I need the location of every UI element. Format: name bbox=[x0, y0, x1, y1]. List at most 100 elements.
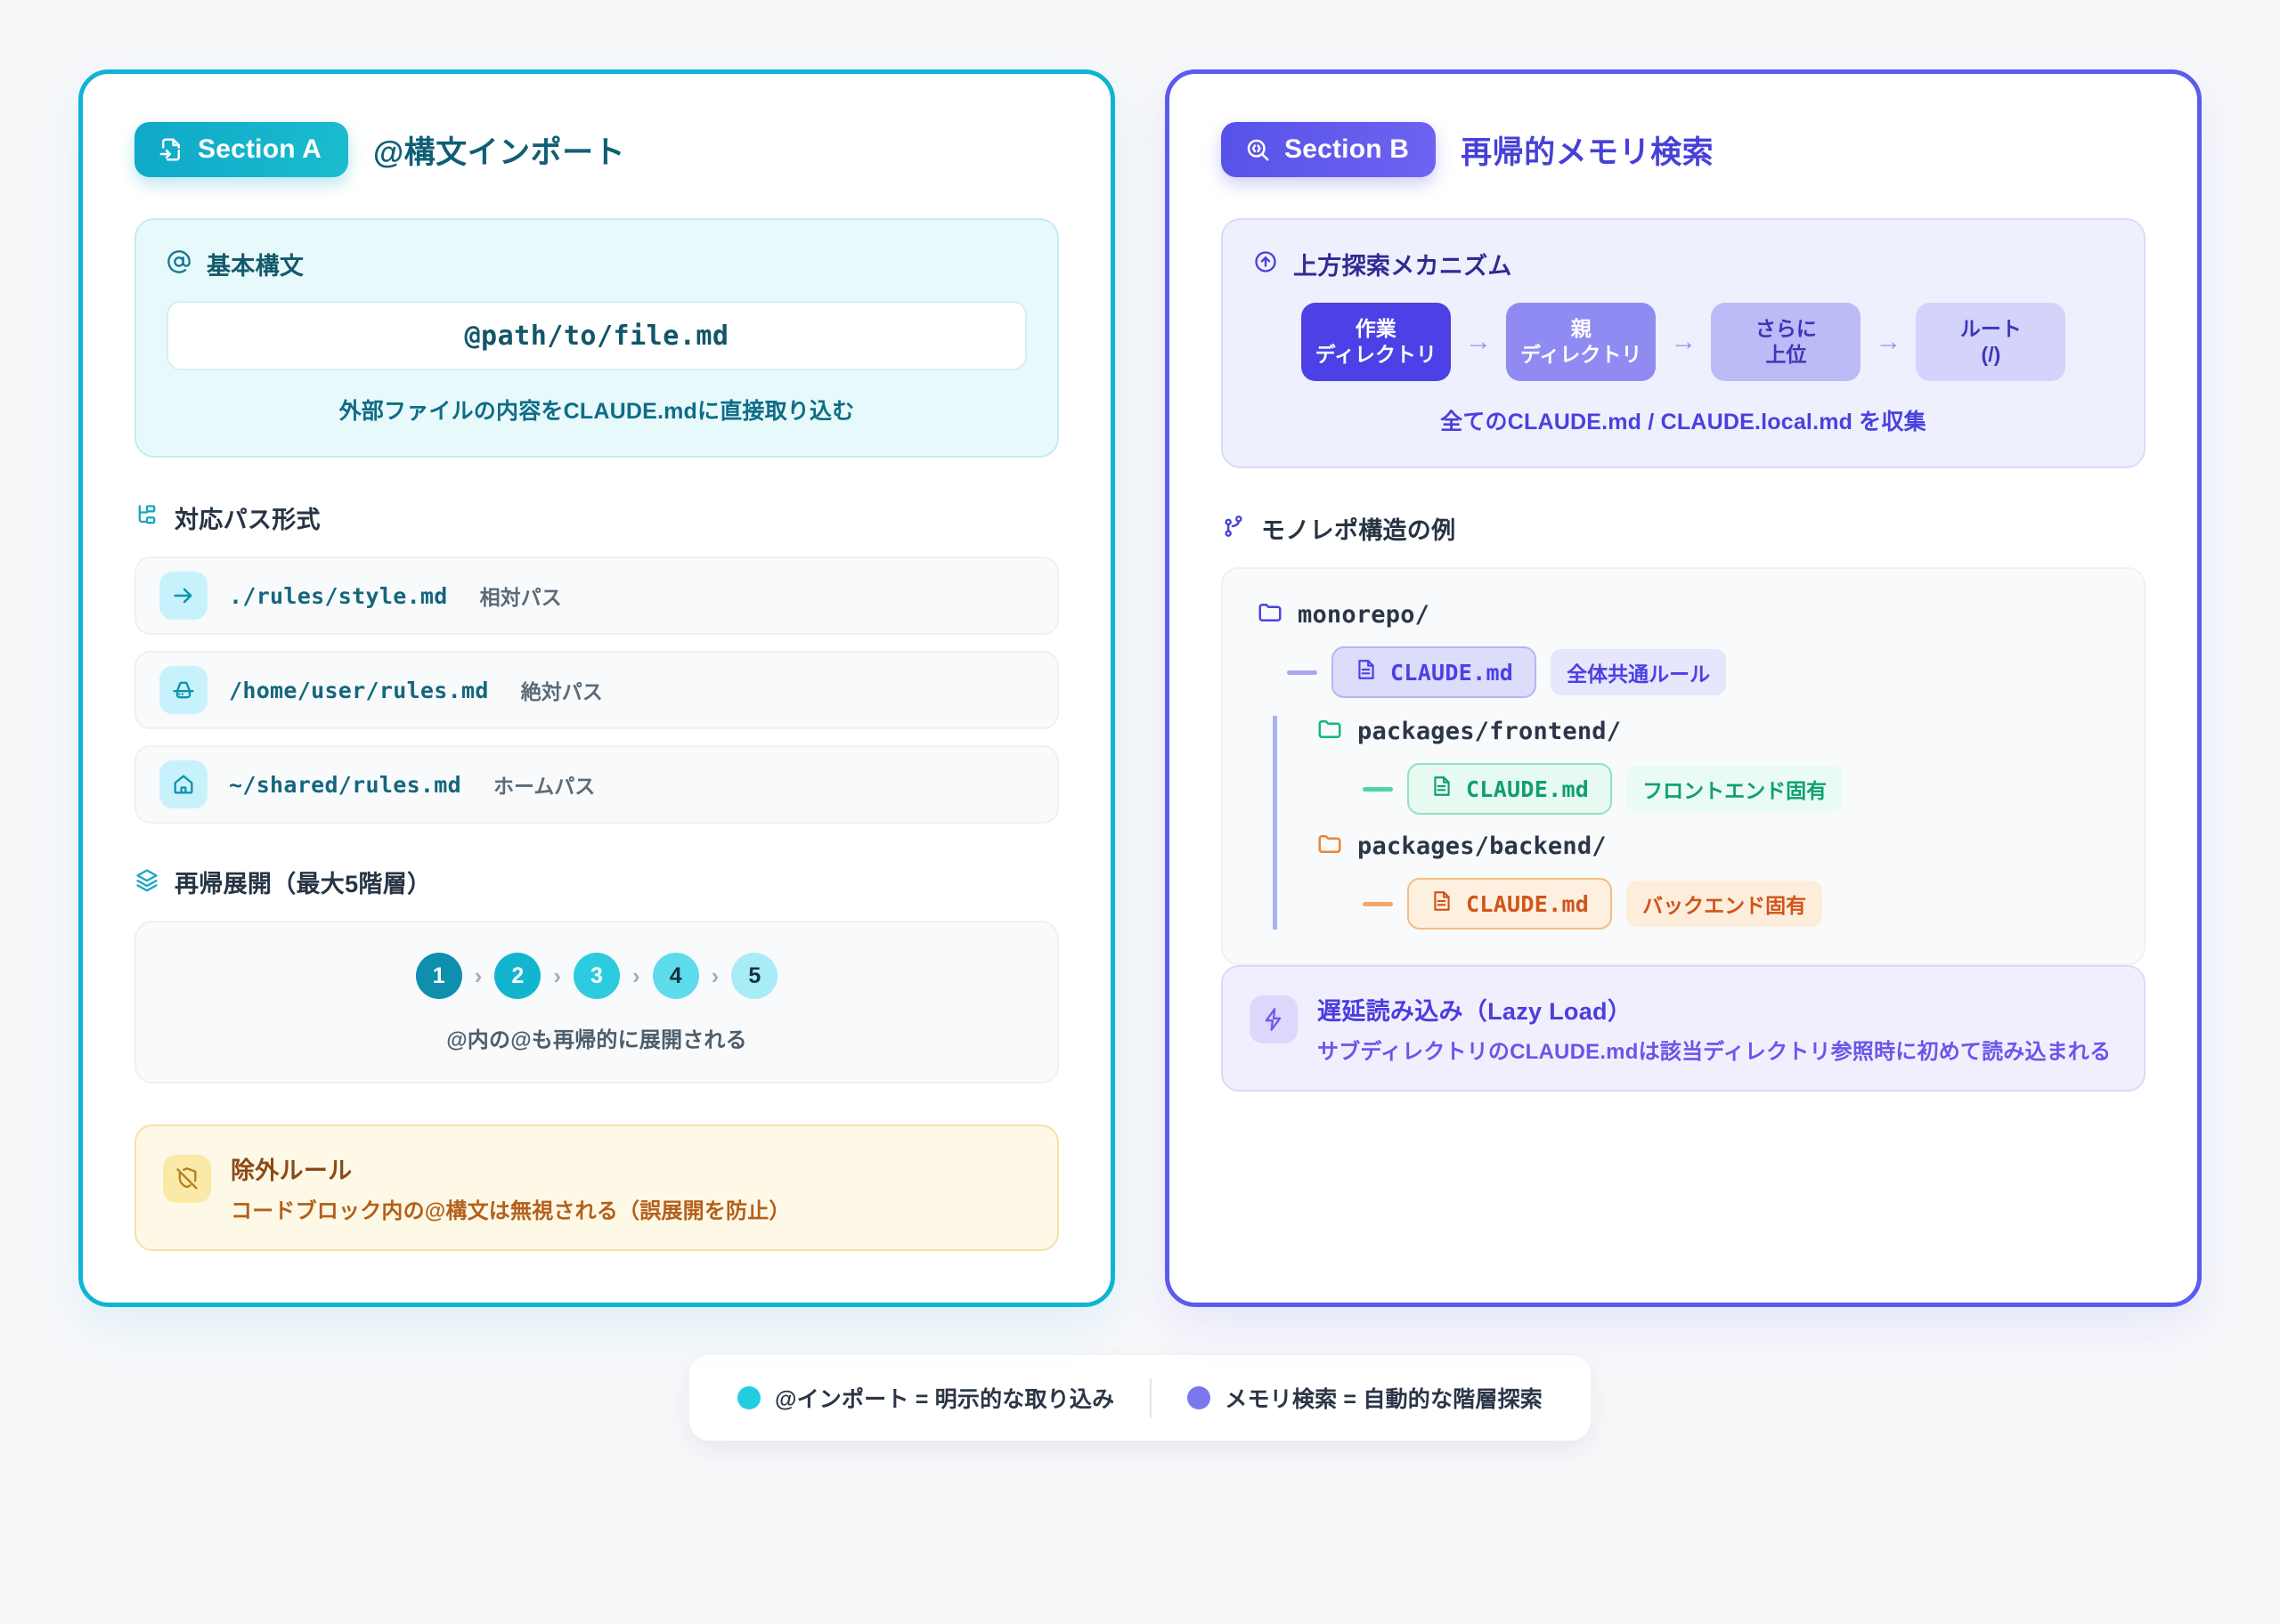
legend-text-memory: メモリ検索 = 自動的な階層探索 bbox=[1225, 1387, 1543, 1412]
tree-nested-group: packages/frontend/ CLAUDE.md フロントエンド固有 bbox=[1273, 716, 2110, 930]
search-code-icon bbox=[1244, 136, 1271, 163]
panels-container: Section A @構文インポート 基本構文 @path/to/file.md… bbox=[78, 69, 2202, 1307]
recursion-step-1: 1 bbox=[415, 953, 462, 999]
tree-row-root-file[interactable]: CLAUDE.md 全体共通ルール bbox=[1257, 646, 2110, 698]
hard-drive-icon bbox=[159, 666, 208, 714]
legend-divider bbox=[1150, 1378, 1152, 1417]
arrow-up-circle-icon bbox=[1253, 249, 1278, 279]
exclusion-rule-body: コードブロック内の@構文は無視される（誤展開を防止） bbox=[231, 1199, 791, 1223]
tree-dash-frontend bbox=[1363, 786, 1393, 792]
tree-row-frontend-file[interactable]: CLAUDE.md フロントエンド固有 bbox=[1316, 763, 2110, 815]
lazy-load-text: 遅延読み込み（Lazy Load） サブディレクトリのCLAUDE.mdは該当デ… bbox=[1317, 992, 2111, 1065]
path-formats-list: ./rules/style.md 相対パス /home/user/rules.m… bbox=[134, 556, 1059, 824]
flow-box-root-line2: (/) bbox=[1981, 343, 2001, 366]
basic-syntax-header: 基本構文 bbox=[167, 247, 1027, 281]
flow-box-root: ルート (/) bbox=[1916, 303, 2066, 381]
file-pill-backend-label: CLAUDE.md bbox=[1466, 890, 1590, 917]
file-import-icon bbox=[158, 136, 184, 163]
recursion-step-5: 5 bbox=[731, 953, 778, 999]
path-row-relative[interactable]: ./rules/style.md 相対パス bbox=[134, 556, 1059, 635]
file-tag-frontend: フロントエンド固有 bbox=[1626, 766, 1844, 812]
flow-box-higher-line1: さらに bbox=[1755, 317, 1817, 341]
legend-dot-memory bbox=[1187, 1386, 1211, 1409]
flow-arrow-3: → bbox=[1875, 327, 1902, 356]
arrow-right-icon bbox=[159, 572, 208, 620]
flow-box-root-line1: ルート bbox=[1959, 317, 2022, 341]
folder-tree-icon bbox=[134, 503, 159, 532]
panel-section-b: Section B 再帰的メモリ検索 上方探索メカニズム 作業 bbox=[1165, 69, 2202, 1307]
path-formats-header: 対応パス形式 bbox=[134, 500, 1059, 535]
tree-row-frontend-dir: packages/frontend/ bbox=[1316, 716, 2110, 747]
file-pill-frontend[interactable]: CLAUDE.md bbox=[1407, 763, 1613, 815]
home-icon bbox=[159, 760, 208, 808]
path-code-relative: ./rules/style.md bbox=[229, 582, 448, 609]
section-b-chip-label: Section B bbox=[1284, 134, 1410, 164]
basic-syntax-label: 基本構文 bbox=[207, 253, 305, 280]
recursion-note: @内の@も再帰的に展開される bbox=[446, 1028, 747, 1052]
recursion-step-2: 2 bbox=[494, 953, 542, 999]
upward-search-note: 全てのCLAUDE.md / CLAUDE.local.md を収集 bbox=[1440, 410, 1926, 434]
path-row-home[interactable]: ~/shared/rules.md ホームパス bbox=[134, 745, 1059, 824]
flow-box-higher-line2: 上位 bbox=[1765, 343, 1807, 366]
exclusion-rule-card: 除外ルール コードブロック内の@構文は無視される（誤展開を防止） bbox=[134, 1125, 1059, 1251]
monorepo-tree-header: モノレポ構造の例 bbox=[1221, 511, 2146, 546]
path-tag-absolute: 絶対パス bbox=[520, 680, 603, 703]
path-row-absolute[interactable]: /home/user/rules.md 絶対パス bbox=[134, 651, 1059, 729]
file-tag-backend: バックエンド固有 bbox=[1626, 881, 1823, 927]
section-b-chip[interactable]: Section B bbox=[1221, 122, 1437, 177]
shield-off-icon bbox=[163, 1155, 211, 1203]
panel-section-a: Section A @構文インポート 基本構文 @path/to/file.md… bbox=[78, 69, 1115, 1307]
section-b-header: Section B 再帰的メモリ検索 bbox=[1221, 122, 2146, 177]
folder-icon bbox=[1257, 599, 1283, 630]
legend-item-memory: メモリ検索 = 自動的な階層探索 bbox=[1187, 1382, 1543, 1414]
flow-arrow-1: → bbox=[1465, 327, 1492, 356]
flow-box-working-dir: 作業 ディレクトリ bbox=[1300, 303, 1451, 381]
tree-dir-backend: packages/backend/ bbox=[1357, 832, 1607, 860]
tree-dir-frontend: packages/frontend/ bbox=[1357, 718, 1622, 745]
file-text-icon bbox=[1430, 775, 1454, 803]
legend-wrapper: @インポート = 明示的な取り込み メモリ検索 = 自動的な階層探索 bbox=[78, 1355, 2202, 1441]
section-a-chip[interactable]: Section A bbox=[134, 122, 349, 177]
exclusion-rule-title: 除外ルール bbox=[231, 1157, 353, 1184]
upward-search-label: 上方探索メカニズム bbox=[1293, 253, 1512, 280]
monorepo-tree-card: monorepo/ CLAUDE.md 全体共通ルール bbox=[1221, 567, 2146, 965]
basic-syntax-card: 基本構文 @path/to/file.md 外部ファイルの内容をCLAUDE.m… bbox=[134, 218, 1059, 458]
file-text-icon bbox=[1430, 889, 1454, 918]
file-tag-root: 全体共通ルール bbox=[1551, 649, 1727, 695]
at-sign-icon bbox=[167, 249, 191, 279]
flow-box-working-dir-line2: ディレクトリ bbox=[1315, 343, 1437, 366]
section-a-title: @構文インポート bbox=[373, 134, 626, 170]
step-separator-2: › bbox=[553, 962, 561, 989]
file-pill-backend[interactable]: CLAUDE.md bbox=[1407, 878, 1613, 930]
monorepo-tree-label: モノレポ構造の例 bbox=[1261, 517, 1456, 544]
section-b-title: 再帰的メモリ検索 bbox=[1461, 134, 1714, 170]
tree-row-backend-dir: packages/backend/ bbox=[1316, 831, 2110, 862]
legend-item-import: @インポート = 明示的な取り込み bbox=[737, 1382, 1114, 1414]
recursion-steps: 1 › 2 › 3 › 4 › 5 bbox=[163, 953, 1030, 999]
lazy-load-title: 遅延読み込み（Lazy Load） bbox=[1317, 998, 1633, 1025]
legend-dot-import bbox=[737, 1386, 761, 1409]
layers-icon bbox=[134, 867, 159, 897]
file-pill-frontend-label: CLAUDE.md bbox=[1466, 775, 1590, 802]
legend-bar: @インポート = 明示的な取り込み メモリ検索 = 自動的な階層探索 bbox=[689, 1355, 1591, 1441]
legend-text-import: @インポート = 明示的な取り込み bbox=[775, 1387, 1115, 1412]
flow-arrow-2: → bbox=[1670, 327, 1698, 356]
step-separator-3: › bbox=[632, 962, 640, 989]
path-tag-relative: 相対パス bbox=[479, 586, 562, 609]
recursion-card: 1 › 2 › 3 › 4 › 5 @内の@も再帰的に展開される bbox=[134, 921, 1059, 1084]
section-a-header: Section A @構文インポート bbox=[134, 122, 1059, 177]
path-formats-label: 対応パス形式 bbox=[175, 507, 321, 533]
section-a-chip-label: Section A bbox=[198, 134, 322, 164]
file-text-icon bbox=[1355, 658, 1378, 686]
tree-dash-root bbox=[1287, 670, 1317, 675]
file-pill-root-label: CLAUDE.md bbox=[1390, 659, 1514, 686]
file-pill-root[interactable]: CLAUDE.md bbox=[1331, 646, 1537, 698]
folder-icon bbox=[1316, 716, 1343, 747]
tree-dash-backend bbox=[1363, 901, 1393, 906]
flow-box-parent-dir-line2: ディレクトリ bbox=[1520, 343, 1642, 366]
tree-row-backend-file[interactable]: CLAUDE.md バックエンド固有 bbox=[1316, 878, 2110, 930]
flow-box-parent-dir: 親 ディレクトリ bbox=[1506, 303, 1657, 381]
recursion-step-3: 3 bbox=[574, 953, 620, 999]
step-separator-1: › bbox=[474, 962, 483, 989]
